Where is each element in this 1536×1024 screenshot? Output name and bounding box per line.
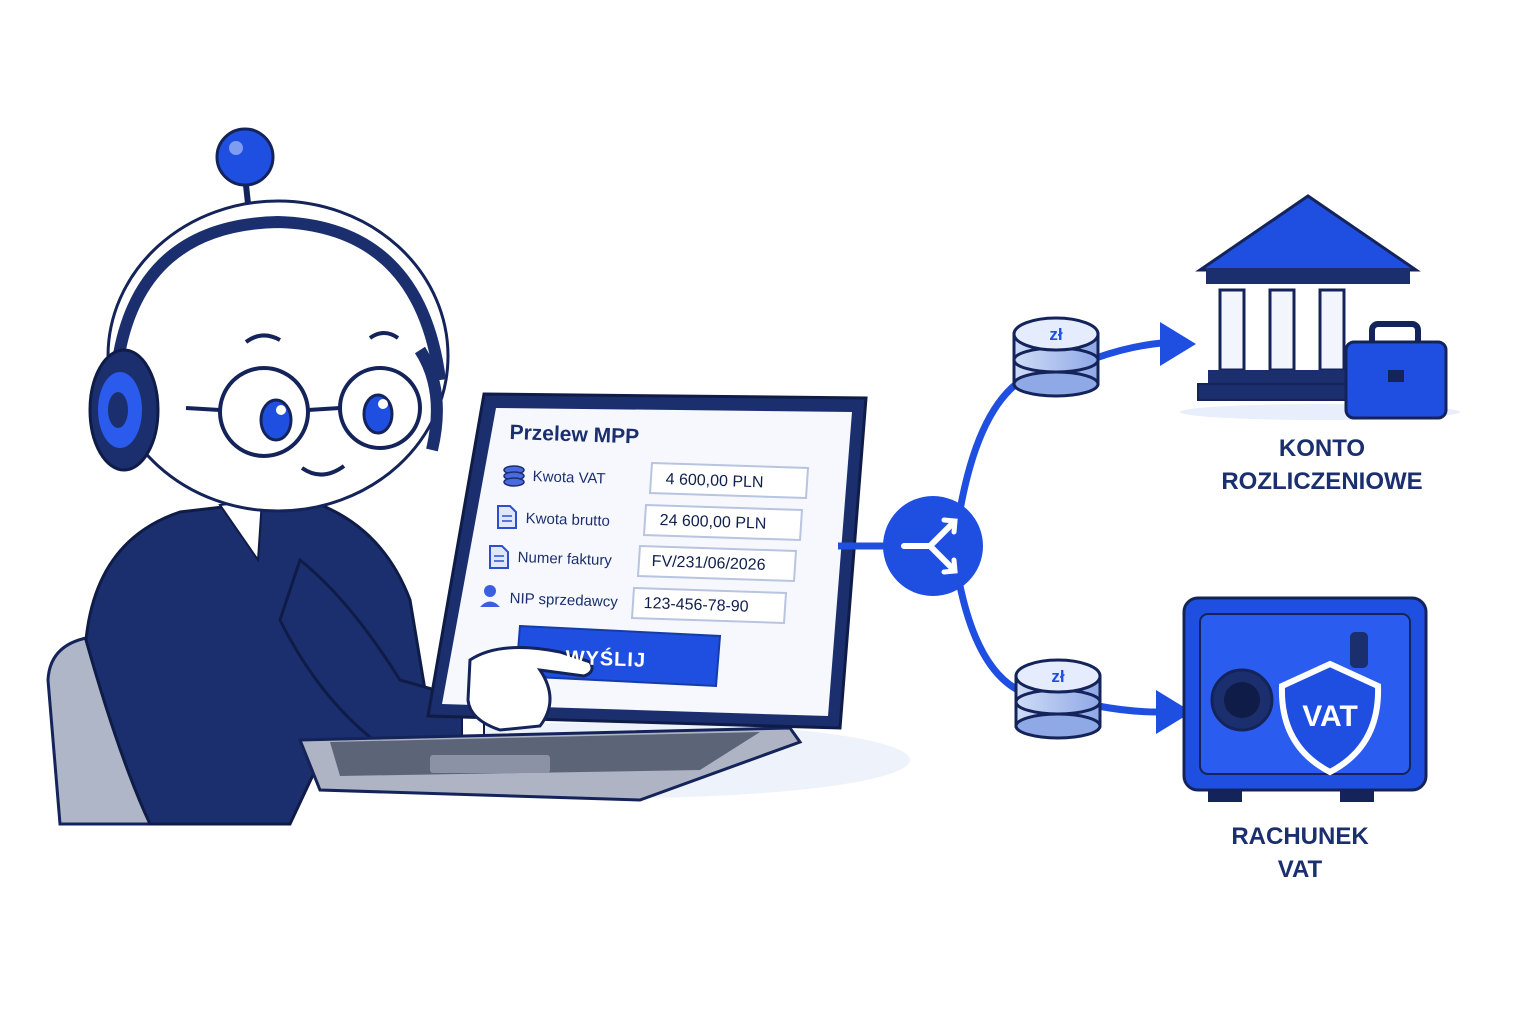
field-value-vat-amount: 4 600,00 PLN — [665, 471, 764, 492]
coins-icon — [503, 465, 525, 487]
field-value-seller-nip: 123-456-78-90 — [643, 595, 749, 616]
shield-icon — [1278, 660, 1382, 776]
coin-symbol-top: zł — [1049, 325, 1063, 344]
settlement-label-line2: ROZLICZENIOWE — [1221, 468, 1423, 495]
coin-stack-bottom — [1014, 658, 1102, 740]
coin-stack-top — [1012, 316, 1100, 398]
vat-label-line1: RACHUNEK — [1231, 823, 1369, 850]
shield-badge-text: VAT — [1302, 700, 1358, 733]
form-title: Przelew MPP — [509, 421, 640, 449]
vat-label-line2: VAT — [1277, 856, 1323, 883]
document-icon — [497, 505, 517, 529]
briefcase-icon — [1344, 321, 1448, 420]
robot-head — [88, 127, 450, 513]
field-label-invoice-number: Numer faktury — [517, 549, 613, 570]
vat-account-label: RACHUNEK VAT — [1150, 820, 1450, 886]
split-node-icon — [883, 496, 983, 596]
settlement-account-label: KONTO ROZLICZENIOWE — [1172, 432, 1472, 498]
field-label-gross-amount: Kwota brutto — [525, 510, 611, 530]
settlement-label-line1: KONTO — [1278, 435, 1366, 462]
pointing-hand — [466, 646, 594, 732]
field-label-vat-amount: Kwota VAT — [532, 468, 606, 488]
coin-symbol-bottom: zł — [1051, 667, 1065, 686]
person-icon — [480, 585, 500, 607]
field-value-gross-amount: 24 600,00 PLN — [659, 512, 767, 533]
send-button[interactable]: WYŚLIJ — [565, 647, 647, 672]
invoice-icon — [489, 545, 509, 569]
form-fields — [480, 461, 810, 625]
